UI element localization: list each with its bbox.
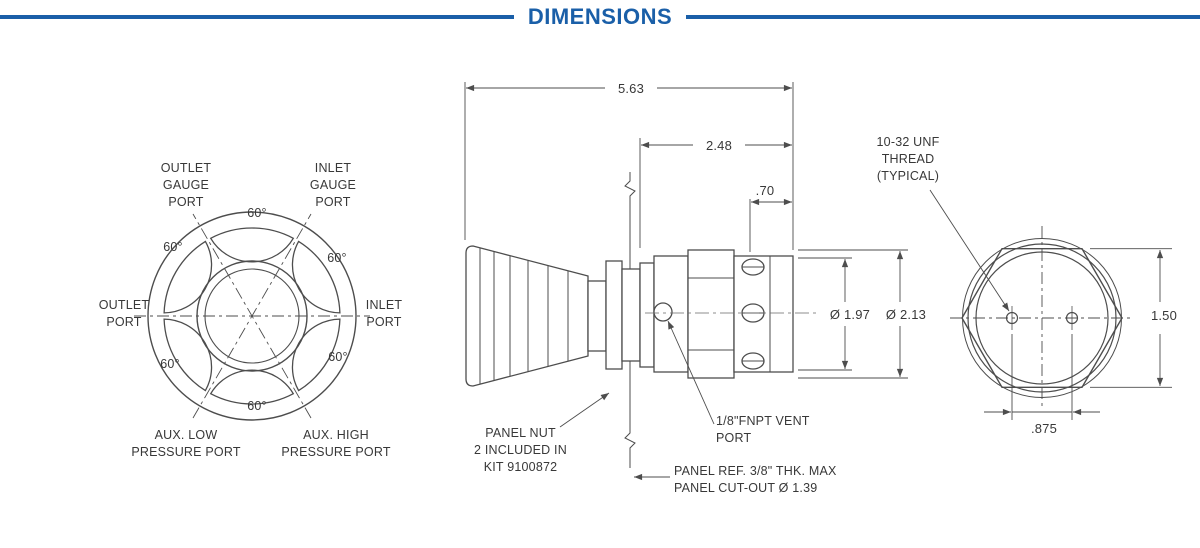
note-thread: 10-32 UNF THREAD (TYPICAL) (876, 135, 940, 183)
note-panel-ref: PANEL REF. 3/8" THK. MAX PANEL CUT-OUT Ø… (674, 464, 837, 495)
label-aux-low-pressure-port: AUX. LOW PRESSURE PORT (131, 428, 241, 459)
dim-rear-section: .70 (741, 182, 789, 200)
dim-hole-spacing: .875 (1016, 420, 1072, 438)
dim-hex-across-flats: Ø 2.13 (876, 306, 936, 324)
dim-overall-length: 5.63 (605, 80, 657, 98)
front-view-linework (134, 211, 370, 421)
angle-label-upper-left: 60° (163, 240, 183, 254)
header-rule-right (682, 15, 1200, 19)
note-panel-nut: PANEL NUT 2 INCLUDED IN KIT 9100872 (474, 426, 567, 474)
label-outlet-port: OUTLET PORT (98, 298, 150, 329)
angle-label-lower-right: 60° (328, 350, 348, 364)
dim-across-flats: 1.50 (1139, 307, 1189, 325)
back-view-linework (950, 226, 1134, 410)
page-title: DIMENSIONS (0, 4, 1200, 30)
back-view-dimensions (929, 189, 1172, 420)
side-view-linework (465, 245, 794, 387)
dim-body-diameter: Ø 1.97 (820, 306, 880, 324)
dim-behind-panel-depth: 2.48 (693, 137, 745, 155)
header-rule-left (0, 15, 518, 19)
label-outlet-gauge-port: OUTLET GAUGE PORT (160, 161, 212, 209)
angle-label-upper-right: 60° (327, 251, 347, 265)
angle-label-lower-left: 60° (160, 357, 180, 371)
label-aux-high-pressure-port: AUX. HIGH PRESSURE PORT (281, 428, 391, 459)
label-inlet-port: INLET PORT (365, 298, 403, 329)
angle-label-top: 60° (247, 206, 267, 220)
angle-label-bottom: 60° (247, 399, 267, 413)
note-vent-port: 1/8"FNPT VENT PORT (716, 414, 810, 445)
label-inlet-gauge-port: INLET GAUGE PORT (309, 161, 357, 209)
